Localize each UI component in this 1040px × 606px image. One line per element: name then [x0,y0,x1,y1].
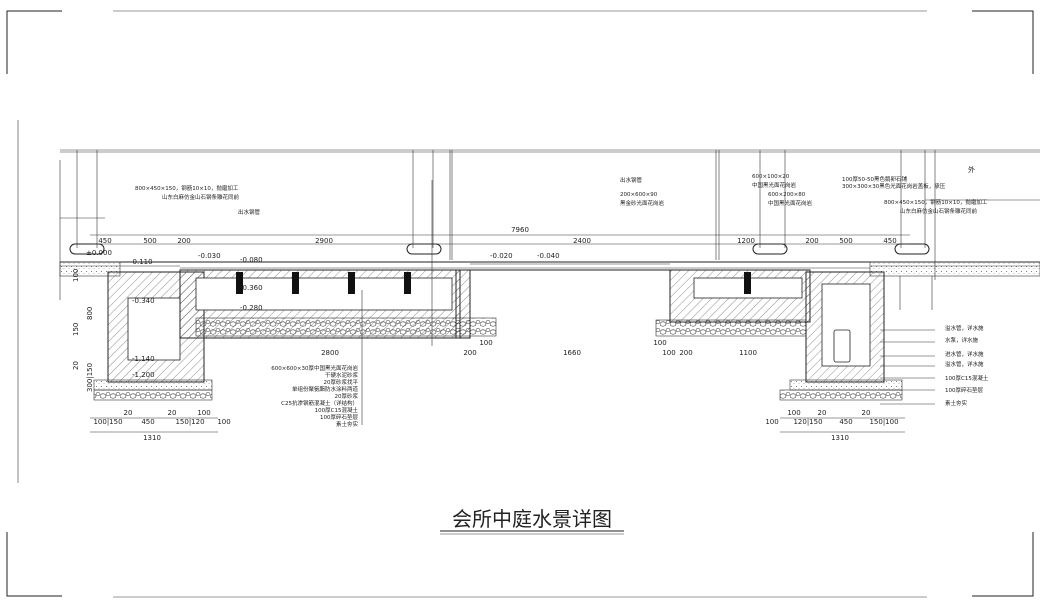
note-right-top-5: 100厚50-50黑色鹅卵石铺 [842,175,907,183]
lf-100: 100 [197,409,210,417]
right-layer-note: 100厚C15混凝土 [945,374,989,382]
right-layer-notes: 溢水管，详水施 水泵，详水施 进水管，详水施 溢水管，详水施 100厚C15混凝… [945,324,989,407]
right-layer-note: 溢水管，详水施 [945,324,984,332]
dim-200b: 200 [805,237,818,245]
dim-100d: 100 [653,339,666,347]
fountain-nozzles [236,272,751,294]
dim-450a: 450 [98,237,111,245]
rf-20a: 20 [818,409,827,417]
note-right-top-8: 山东白麻仿金山石钢条雕花同前 [900,207,978,215]
dim-100c: 100 [479,339,492,347]
dim-1100: 1100 [739,349,757,357]
right-layer-note: 进水管，详水施 [945,350,984,358]
dim-200d: 200 [679,349,692,357]
rf-100l: 100 [765,418,778,426]
layer-note: 100厚碎石垫层 [320,413,358,421]
dim-100e: 100 [662,349,675,357]
right-layer-note: 溢水管，详水施 [945,360,984,368]
dim-500a: 500 [143,237,156,245]
dim-500b: 500 [839,237,852,245]
level-l5: -0.040 [537,252,560,260]
level-l8: -0.280 [240,304,263,312]
side-label: 外 [968,165,975,174]
level-l6: -0.340 [132,297,155,305]
right-layer-note: 100厚碎石垫层 [945,386,983,394]
note-right-top-1: 600×100×20 [752,174,790,180]
dim-total: 7960 [511,226,529,234]
note-mid-top-1: 出水钢管 [620,176,643,184]
rf-450: 450 [839,418,852,426]
note-left-top-1: 800×450×150，钢筋10×10，抛磨加工 [135,184,239,192]
lf-450: 450 [141,418,154,426]
dim-450b: 450 [883,237,896,245]
note-mid-top-2: 200×600×90 [620,192,658,198]
dim-2900: 2900 [315,237,333,245]
layer-note: 20厚砂浆 [335,392,359,400]
right-layer-note: 水泵，详水施 [945,336,979,344]
right-pond-structure [655,269,903,401]
level-l9: -1.140 [132,355,155,363]
lf-150b: 150|120 [175,418,204,426]
top-dimension-line [90,234,910,245]
lf-150a: 100|150 [93,418,122,426]
layer-note: 素土夯实 [336,420,359,428]
layer-leader-lines [90,180,935,433]
ground-surface [59,261,1040,310]
level-l1: -0.030 [198,252,221,260]
note-right-top-7: 800×450×150，钢筋10×10，抛磨加工 [884,198,988,206]
left-pond-structure [93,269,497,401]
dim-1200: 1200 [737,237,755,245]
note-right-top-3: 600×200×80 [768,192,806,198]
lf-20a: 20 [124,409,133,417]
note-right-top-2: 中国黑光面花岗岩 [752,181,797,189]
layer-note: 干硬水泥砂浆 [325,371,359,379]
level-ground: ±0.000 [86,249,112,257]
lf-1310: 1310 [143,434,161,442]
lf-20b: 20 [168,409,177,417]
sheet-frame [6,10,1034,598]
dim-200a: 200 [177,237,190,245]
layer-notes: 600×600×30厚中国黑光面花岗岩 干硬水泥砂浆 20厚砂浆找平 单组份聚氨… [271,364,358,428]
note-right-top-4: 中国黑光面花岗岩 [768,199,813,207]
vdim-800: 800 [86,307,94,320]
lf-100r: 100 [217,418,230,426]
level-l10: -1.200 [132,371,155,379]
layer-note: 单组份聚氨酯防水涂料两道 [292,385,359,393]
layer-note: C25抗渗钢筋混凝土（详结构） [281,399,358,407]
layer-note: 20厚砂浆找平 [324,378,359,386]
rf-150b: 150|100 [869,418,898,426]
dim-1660: 1660 [563,349,581,357]
level-l2: -0.080 [240,256,263,264]
rf-20b: 20 [862,409,871,417]
level-l3: -0.110 [130,258,153,266]
level-l7: -0.360 [240,284,263,292]
building-outline [59,149,1040,300]
vdim-20: 20 [72,361,80,370]
note-left-pipe: 出水钢管 [238,208,261,216]
vdim-300: 300|150 [86,363,94,392]
rf-150a: 120|150 [793,418,822,426]
dim-200c: 200 [463,349,476,357]
dim-2800: 2800 [321,349,339,357]
rf-1310: 1310 [831,434,849,442]
vdim-150: 150 [72,323,80,336]
note-mid-top-3: 黑金砂光面花岗岩 [620,199,665,207]
vdim-100: 100 [72,269,80,282]
dim-2400: 2400 [573,237,591,245]
note-left-top-2: 山东白麻仿金山石钢条雕花同前 [162,193,240,201]
note-right-top-6: 300×300×30黑色光面花岗岩盖板，承压 [842,182,946,190]
layer-note: 100厚C15混凝土 [315,406,359,414]
right-layer-note: 素土夯实 [945,399,968,407]
drawing-title: 会所中庭水景详图 [452,507,612,531]
layer-note: 600×600×30厚中国黑光面花岗岩 [271,364,358,372]
level-l4: -0.020 [490,252,513,260]
rf-100: 100 [787,409,800,417]
center-basin [470,263,670,271]
